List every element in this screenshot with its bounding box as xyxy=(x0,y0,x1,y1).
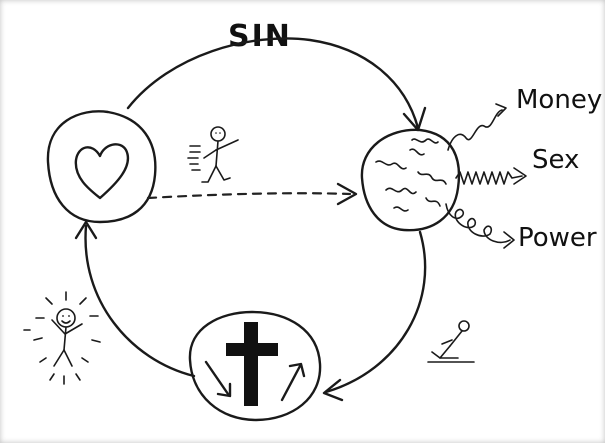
money-outflow xyxy=(448,104,506,150)
cross-left-arrow xyxy=(206,362,228,394)
rejoicing-stick-figure-icon xyxy=(24,292,100,384)
return-arrow-arc xyxy=(326,232,425,392)
sex-outflow xyxy=(456,168,526,184)
power-label: Power xyxy=(518,223,597,253)
power-outflow xyxy=(446,204,514,248)
heart-icon xyxy=(76,144,128,198)
money-label: Money xyxy=(516,85,602,115)
cross-right-arrow xyxy=(282,366,300,400)
redemption-arrow-arc xyxy=(86,226,194,376)
glow-rays xyxy=(24,292,100,384)
cross-node xyxy=(190,312,320,420)
motion-lines xyxy=(188,146,200,170)
squiggle-icon xyxy=(376,139,446,211)
dashed-arrow xyxy=(148,193,350,198)
cross-icon xyxy=(226,322,278,406)
world-node xyxy=(362,130,459,230)
kneeling-stick-figure-icon xyxy=(428,321,474,362)
sex-label: Sex xyxy=(532,145,579,175)
heart-node xyxy=(48,111,155,222)
running-stick-figure-icon xyxy=(188,127,238,182)
sin-label: SIN xyxy=(228,19,292,54)
